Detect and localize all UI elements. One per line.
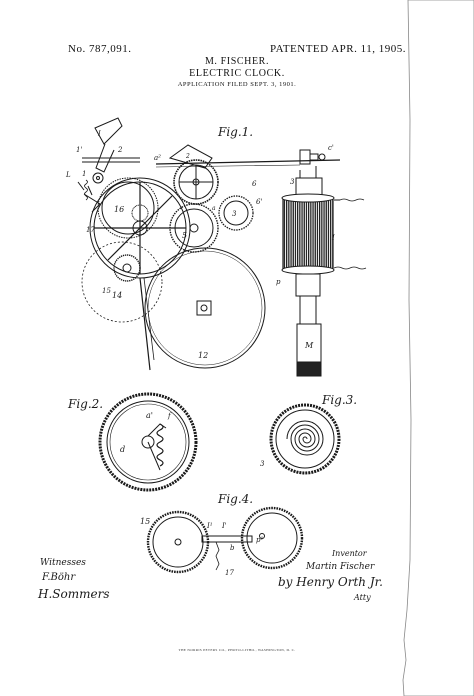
svg-text:I¹: I¹ [206,522,213,530]
electromagnet-coil [282,197,334,271]
figure-3: Fig.3. 3 [260,393,357,475]
svg-text:a: a [212,205,216,212]
attorney-label: Atty [353,593,371,602]
printer-footer: THE NORRIS PETERS CO., PHOTO-LITHO., WAS… [178,648,296,652]
svg-text:I: I [97,130,101,138]
svg-text:2: 2 [185,153,190,160]
signatures: Witnesses F.Böhr H.Sommers Inventor Mart… [37,549,383,602]
application-filed-line: APPLICATION FILED SEPT. 3, 1901. [177,81,297,88]
svg-text:M: M [304,341,314,350]
svg-text:c': c' [328,144,334,152]
svg-text:I: I [331,234,335,242]
wheel-12 [144,247,266,369]
inventor-name-header: M. FISCHER. [204,56,270,67]
fig4-gear-right [240,506,304,570]
fig4-gear-left [146,510,210,574]
wire-right [333,266,367,270]
fig4-label: Fig.4. [217,492,253,506]
lever-assembly [94,117,123,145]
svg-text:f: f [167,412,172,420]
svg-text:16: 16 [114,205,124,214]
pinion-14 [113,254,141,282]
gear-5 [169,203,219,253]
inventor-signature: Martin Fischer [305,562,375,572]
torn-edge [402,0,474,696]
svg-text:6: 6 [252,180,257,188]
svg-text:L: L [65,171,71,179]
dashed-circle-15 [81,241,163,323]
svg-text:3: 3 [232,210,237,218]
fig3-label: Fig.3. [321,393,357,407]
figure-1: Fig.1. 12 16 [65,117,367,377]
fig2-gear [98,392,198,492]
svg-text:d: d [120,445,125,454]
gear-16 [97,177,159,239]
svg-text:3: 3 [260,460,265,468]
fig2-label: Fig.2. [67,397,103,411]
gear-3 [218,195,254,231]
svg-text:1: 1 [82,170,86,178]
svg-text:p: p [276,278,281,286]
svg-text:1': 1' [76,146,82,154]
witness-1-signature: F.Böhr [41,572,76,583]
fig4-lever [201,535,253,543]
witness-2-signature: H.Sommers [37,587,109,601]
svg-text:6': 6' [256,198,262,206]
attorney-signature: by Henry Orth Jr. [278,575,383,589]
svg-text:15: 15 [102,287,111,295]
figure-4: Fig.4. 15 I¹ I' b p¹ 17 [140,492,304,577]
patent-number: No. 787,091. [68,43,132,55]
patent-title: ELECTRIC CLOCK. [189,68,285,79]
svg-text:17: 17 [86,226,95,234]
spring-left [84,179,88,201]
svg-text:a': a' [146,411,153,420]
patent-date: PATENTED APR. 11, 1905. [270,43,406,55]
witnesses-label: Witnesses [40,558,86,568]
fig2-spring [156,423,164,467]
svg-text:I': I' [221,522,227,530]
label-12: 12 [198,351,208,360]
svg-text:17: 17 [225,569,234,577]
fig1-label: Fig.1. [217,125,253,139]
figure-2: Fig.2. a' d f [67,392,198,492]
svg-text:2: 2 [117,146,123,154]
inventor-label: Inventor [331,549,368,558]
svg-text:p¹: p¹ [256,536,263,544]
escape-gear [173,159,219,205]
fig3-spiral [286,420,324,456]
svg-text:14: 14 [112,291,122,300]
svg-text:a²: a² [154,154,161,162]
svg-text:3: 3 [290,178,295,186]
fig3-gear [269,403,341,475]
svg-text:5: 5 [182,231,187,240]
svg-text:15: 15 [140,517,150,526]
svg-text:b: b [230,544,235,552]
